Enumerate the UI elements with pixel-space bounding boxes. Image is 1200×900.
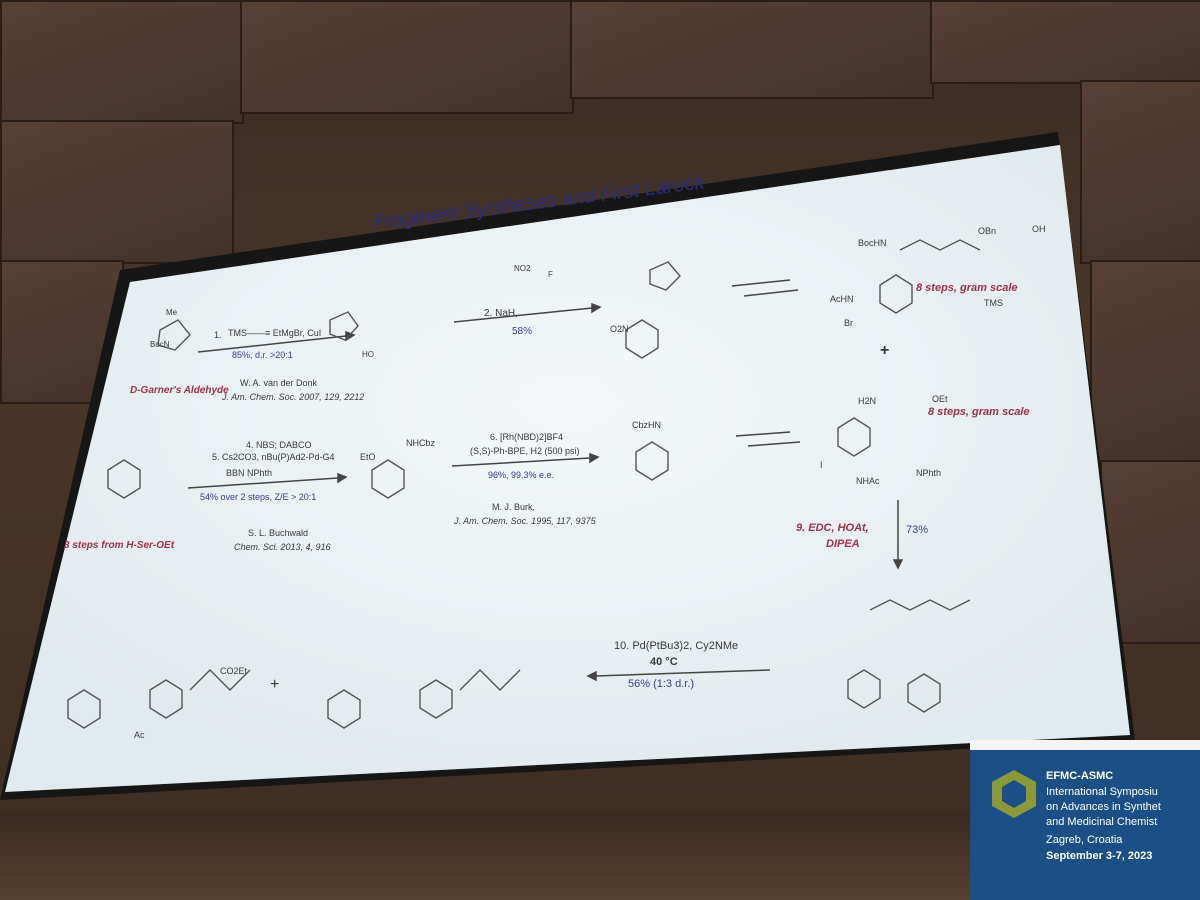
reaction-arrows: [187, 279, 904, 682]
atom-label-tms: TMS: [984, 298, 1003, 308]
ref1-journal: J. Am. Chem. Soc. 2007, 129, 2212: [222, 392, 365, 402]
step5-borane: BBN NPhth: [226, 468, 273, 478]
ref2-author: S. L. Buchwald: [248, 528, 309, 538]
step2-reagent: 2. NaH,: [484, 308, 518, 319]
wall-panel: [1090, 260, 1200, 464]
plus-sign-1: +: [880, 342, 890, 359]
efmc-logo-icon: [992, 770, 1036, 818]
conference-sign: [970, 740, 1200, 900]
sign-line3: and Medicinal Chemist: [1046, 816, 1158, 828]
atom-label-eto: EtO: [360, 452, 376, 462]
atom-label-o2n: O2N: [610, 324, 629, 334]
atom-label-cbzhn: CbzHN: [632, 420, 662, 430]
atom-label-f: F: [548, 270, 553, 279]
step9-reagents: 9. EDC, HOAt,: [796, 522, 869, 534]
step9-yield: 73%: [906, 524, 929, 536]
atom-label-obn: OBn: [978, 226, 997, 236]
atom-label-nhac: NHAc: [856, 476, 880, 486]
atom-label-oh: OH: [1032, 224, 1046, 234]
atom-label-nhcbz: NHCbz: [406, 438, 436, 448]
ref2-journal: Chem. Sci. 2013, 4, 916: [234, 542, 331, 552]
atom-label-co2et: CO2Et: [220, 666, 248, 676]
garner-aldehyde-label: D-Garner's Aldehyde: [130, 385, 229, 396]
atom-label-br: Br: [844, 318, 853, 328]
step6-yield: 96%, 99.3% e.e.: [488, 470, 555, 480]
sign-line2: on Advances in Synthet: [1046, 801, 1161, 813]
atom-label-no2: NO2: [514, 264, 531, 273]
step10-yield: 56% (1:3 d.r.): [628, 678, 695, 690]
ref3-author: M. J. Burk,: [492, 502, 536, 512]
atom-label-me: Me: [166, 308, 178, 317]
wall-panel: [570, 0, 934, 99]
sign-brand: EFMC-ASMC: [1046, 770, 1114, 782]
molecule-structures: [67, 239, 981, 729]
step1-number: 1.: [214, 330, 222, 340]
step5-reagents: 5. Cs2CO3, nBu(P)Ad2-Pd-G4: [212, 452, 335, 462]
atom-label-h2n: H2N: [858, 396, 877, 406]
step6-ligand: (S,S)-Ph-BPE, H2 (500 psi): [470, 446, 580, 456]
atom-label-bocn: BocN: [150, 340, 170, 349]
fragment2-scale: 8 steps, gram scale: [928, 406, 1030, 418]
plus-sign-2: +: [270, 676, 280, 693]
ref3-journal: J. Am. Chem. Soc. 1995, 117, 9375: [454, 516, 596, 526]
wall-panel: [240, 0, 574, 114]
step1-reagents: TMS——≡ EtMgBr, CuI: [228, 328, 322, 338]
wall-panel: [0, 120, 234, 264]
atom-label-ac: Ac: [134, 730, 145, 740]
step2-yield: 58%: [512, 326, 533, 337]
step10-temperature: 40 °C: [650, 656, 678, 668]
wall-panel: [930, 0, 1200, 84]
sign-line1: International Symposiu: [1046, 786, 1158, 798]
step9-base: DIPEA: [826, 538, 860, 550]
step10-catalyst: 10. Pd(PtBu3)2, Cy2NMe: [614, 640, 739, 652]
step4-reagents: 4. NBS; DABCO: [246, 440, 312, 450]
atom-label-ho: HO: [362, 350, 374, 359]
step6-catalyst: 6. [Rh(NBD)2]BF4: [490, 432, 564, 442]
step1-yield: 85%, d.r. >20:1: [232, 350, 293, 360]
atom-label-i: I: [820, 460, 823, 470]
atom-label-bochn: BocHN: [858, 238, 887, 248]
atom-label-achn: AcHN: [830, 294, 854, 304]
sign-location: Zagreb, Croatia: [1046, 834, 1123, 846]
atom-label-oet: OEt: [932, 394, 948, 404]
sign-dates: September 3-7, 2023: [1046, 850, 1153, 862]
ref1-author: W. A. van der Donk: [240, 378, 318, 388]
sign-top-strip: [970, 740, 1200, 750]
fragment1-scale: 8 steps, gram scale: [916, 282, 1018, 294]
wall-panel: [0, 0, 244, 124]
steps45-yield: 54% over 2 steps, Z/E > 20:1: [200, 492, 317, 502]
atom-label-nphth: NPhth: [916, 468, 942, 478]
ser-start-label: 3 steps from H-Ser-OEt: [64, 540, 175, 551]
wall-panel: [1080, 80, 1200, 264]
